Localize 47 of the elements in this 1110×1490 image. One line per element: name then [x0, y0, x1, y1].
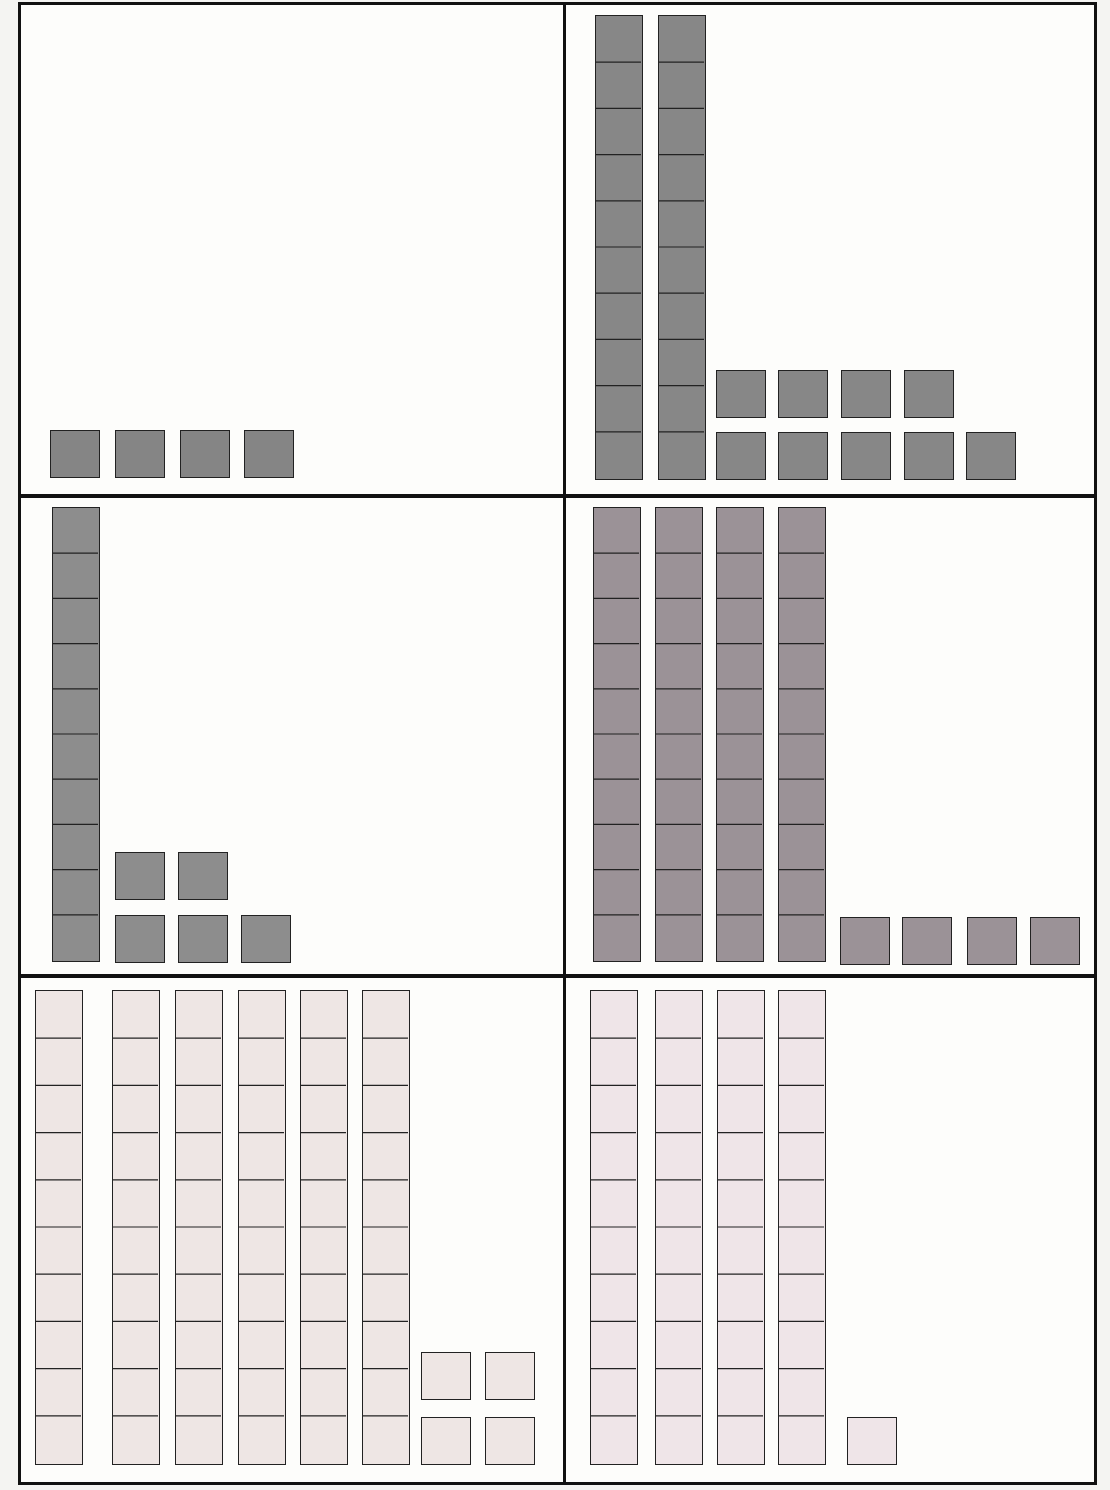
unit-cube — [904, 432, 954, 480]
unit-cube — [244, 430, 294, 478]
worksheet-panel — [563, 975, 1097, 1485]
worksheet-panel — [563, 2, 1097, 497]
unit-cube — [115, 915, 165, 963]
ten-rod — [238, 990, 286, 1465]
ten-rod — [655, 507, 703, 962]
ten-rod — [778, 507, 826, 962]
ten-rod — [35, 990, 83, 1465]
unit-cube — [778, 432, 828, 480]
unit-cube — [115, 430, 165, 478]
unit-cube — [1030, 917, 1080, 965]
unit-cube — [841, 432, 891, 480]
unit-cube — [840, 917, 890, 965]
unit-cube — [904, 370, 954, 418]
unit-cube — [115, 852, 165, 900]
ten-rod — [300, 990, 348, 1465]
unit-cube — [778, 370, 828, 418]
unit-cube — [178, 852, 228, 900]
unit-cube — [178, 915, 228, 963]
ten-rod — [778, 990, 826, 1465]
unit-cube — [966, 432, 1016, 480]
unit-cube — [716, 432, 766, 480]
ten-rod — [112, 990, 160, 1465]
ten-rod — [175, 990, 223, 1465]
unit-cube — [421, 1417, 471, 1465]
ten-rod — [658, 15, 706, 480]
ten-rod — [362, 990, 410, 1465]
unit-cube — [485, 1352, 535, 1400]
ten-rod — [717, 990, 765, 1465]
unit-cube — [847, 1417, 897, 1465]
unit-cube — [902, 917, 952, 965]
ten-rod — [593, 507, 641, 962]
worksheet-panel — [563, 495, 1097, 977]
ten-rod — [655, 990, 703, 1465]
ten-rod — [595, 15, 643, 480]
ten-rod — [716, 507, 764, 962]
unit-cube — [180, 430, 230, 478]
unit-cube — [485, 1417, 535, 1465]
ten-rod — [590, 990, 638, 1465]
unit-cube — [421, 1352, 471, 1400]
unit-cube — [841, 370, 891, 418]
unit-cube — [50, 430, 100, 478]
unit-cube — [967, 917, 1017, 965]
unit-cube — [241, 915, 291, 963]
ten-rod — [52, 507, 100, 962]
unit-cube — [716, 370, 766, 418]
